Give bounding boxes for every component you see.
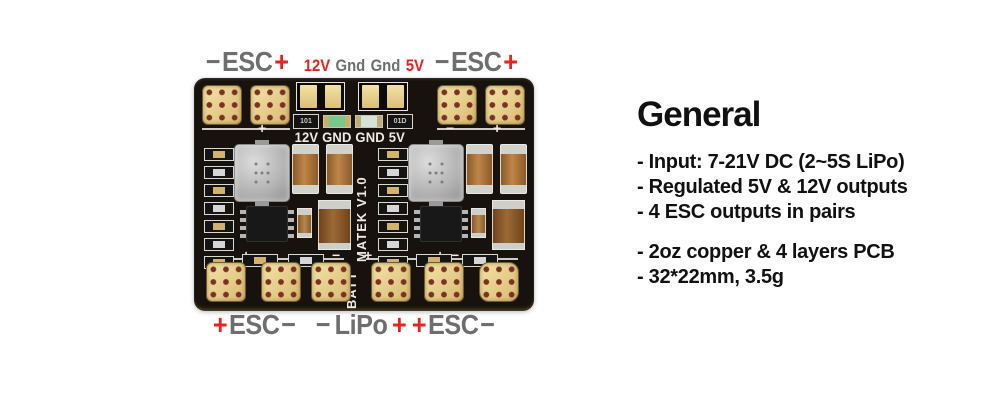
solder-pad	[324, 85, 341, 108]
solder-pad	[362, 85, 379, 108]
plus-sign: +	[212, 309, 228, 340]
esc-output-pad	[479, 262, 519, 302]
spec-item-outputs: - Regulated 5V & 12V outputs	[637, 176, 908, 198]
gnd-label: Gnd	[335, 57, 366, 75]
smd-resistor	[204, 238, 234, 251]
smd-resistor: 01D	[387, 114, 413, 129]
esc-output-pad	[485, 85, 525, 125]
capacitor	[292, 144, 319, 194]
green-led	[323, 115, 351, 128]
power-inductor	[234, 144, 290, 202]
gnd-label: Gnd	[370, 57, 401, 75]
silkscreen-polarity-mark: +	[258, 120, 267, 136]
smd-resistor	[204, 148, 234, 161]
capacitor	[297, 208, 312, 238]
capacitor	[492, 200, 525, 250]
minus-sign: −	[434, 46, 450, 77]
spec-list-primary: - Input: 7-21V DC (2~5S LiPo) - Regulate…	[637, 150, 908, 225]
regulator-module-5v	[378, 144, 530, 274]
green-led	[355, 115, 383, 128]
silkscreen-line	[202, 128, 290, 130]
smd-resistor	[378, 184, 408, 197]
label-esc-bottom-left: +ESC−	[212, 309, 296, 341]
silkscreen-rail-label: 12V GND GND 5V	[294, 129, 406, 145]
silkscreen-polarity-mark: +	[493, 120, 502, 136]
silkscreen-line	[437, 128, 525, 130]
resistor-column	[204, 148, 234, 269]
spec-item-pcb: - 2oz copper & 4 layers PCB	[637, 241, 895, 263]
inductor-marking	[260, 171, 264, 175]
smd-resistor	[378, 202, 408, 215]
spec-item-size: - 32*22mm, 3.5g	[637, 266, 784, 288]
12v-gnd-output-pads	[296, 82, 345, 111]
smd-resistor	[378, 220, 408, 233]
smd-resistor	[204, 166, 234, 179]
capacitor	[318, 200, 351, 250]
esc-output-pad	[206, 262, 246, 302]
esc-output-pad	[250, 85, 290, 125]
solder-pad	[387, 85, 404, 108]
smd-resistor	[378, 148, 408, 161]
silkscreen-polarity-mark: −	[451, 247, 460, 263]
esc-output-pad	[202, 85, 242, 125]
solder-pad	[300, 85, 317, 108]
spec-list-secondary: - 2oz copper & 4 layers PCB - 32*22mm, 3…	[637, 240, 908, 290]
minus-sign: −	[315, 309, 331, 340]
spec-item-esc: - 4 ESC outputs in pairs	[637, 201, 856, 223]
smd-resistor	[378, 238, 408, 251]
esc-output-pad	[424, 262, 464, 302]
lipo-battery-pad	[371, 262, 411, 302]
spec-item-input: - Input: 7-21V DC (2~5S LiPo)	[637, 151, 905, 173]
capacitor	[471, 208, 486, 238]
label-esc-top-left: −ESC+	[205, 46, 289, 78]
voltage-regulator-ic	[240, 206, 294, 242]
plus-sign: +	[391, 309, 407, 340]
spec-section: General - Input: 7-21V DC (2~5S LiPo) - …	[637, 96, 908, 290]
plus-sign: +	[503, 46, 518, 77]
gnd-5v-output-pads	[358, 82, 408, 111]
smd-resistor	[378, 166, 408, 179]
plus-sign: +	[411, 309, 427, 340]
lipo-battery-pad	[311, 262, 351, 302]
12v-label: 12V	[303, 57, 331, 75]
smd-resistor: 101	[293, 114, 319, 129]
inductor-marking	[434, 171, 438, 175]
esc-output-pad	[261, 262, 301, 302]
section-heading: General	[637, 95, 761, 134]
esc-output-pad	[437, 85, 477, 125]
silkscreen-polarity-mark: −	[332, 247, 341, 263]
capacitor	[326, 144, 353, 194]
minus-sign: −	[281, 309, 296, 340]
minus-sign: −	[205, 46, 221, 77]
smd-resistor	[204, 202, 234, 215]
smd-resistor	[204, 184, 234, 197]
label-esc-top-right: −ESC+	[434, 46, 518, 78]
minus-sign: −	[480, 309, 495, 340]
plus-sign: +	[274, 46, 289, 77]
status-led-strip: 101 01D	[293, 114, 413, 129]
esc-label: ESC	[450, 46, 502, 77]
silkscreen-polarity-mark: −	[446, 120, 455, 136]
smd-resistor	[204, 220, 234, 233]
pcb-board: 101 01D 12V GND GND 5V MATEK V1.0 BATT +…	[194, 78, 534, 311]
regulator-module-12v	[204, 144, 356, 274]
esc-label: ESC	[427, 309, 479, 340]
capacitor	[500, 144, 527, 194]
lipo-label: LiPo	[334, 309, 388, 340]
esc-label: ESC	[221, 46, 273, 77]
power-inductor	[408, 144, 464, 202]
label-esc-bottom-right: +ESC−	[411, 309, 495, 341]
resistor-column	[378, 148, 408, 269]
silkscreen-polarity-mark: +	[364, 247, 373, 263]
esc-label: ESC	[228, 309, 280, 340]
label-lipo-bottom-center: −LiPo+	[315, 309, 407, 341]
capacitor	[466, 144, 493, 194]
silkscreen-brand-label: MATEK V1.0	[354, 176, 369, 262]
5v-label: 5V	[405, 57, 424, 75]
voltage-regulator-ic	[414, 206, 468, 242]
